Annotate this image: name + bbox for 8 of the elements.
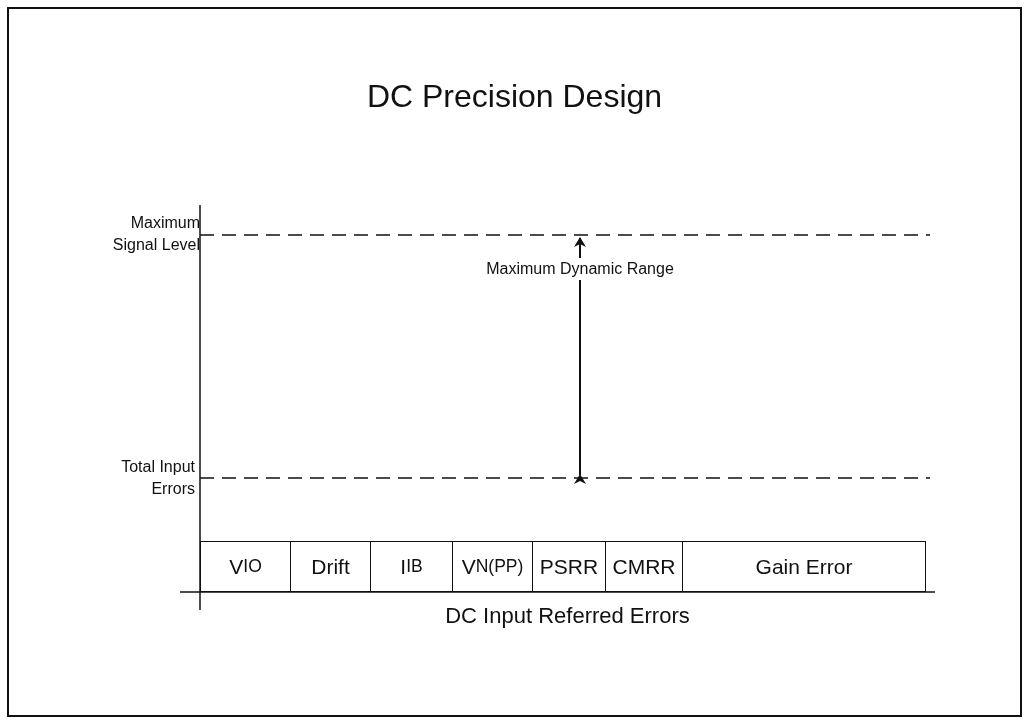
error-source-cell: PSRR (532, 541, 606, 592)
error-source-cell: Gain Error (682, 541, 926, 592)
axis-title: DC Input Referred Errors (444, 605, 691, 627)
title: DC Precision Design (365, 78, 664, 115)
axis-label: Maximum Signal Level (111, 213, 200, 255)
error-source-cell: CMRR (605, 541, 683, 592)
error-source-cell: Drift (290, 541, 371, 592)
axis-label: Total Input Errors (120, 457, 195, 499)
